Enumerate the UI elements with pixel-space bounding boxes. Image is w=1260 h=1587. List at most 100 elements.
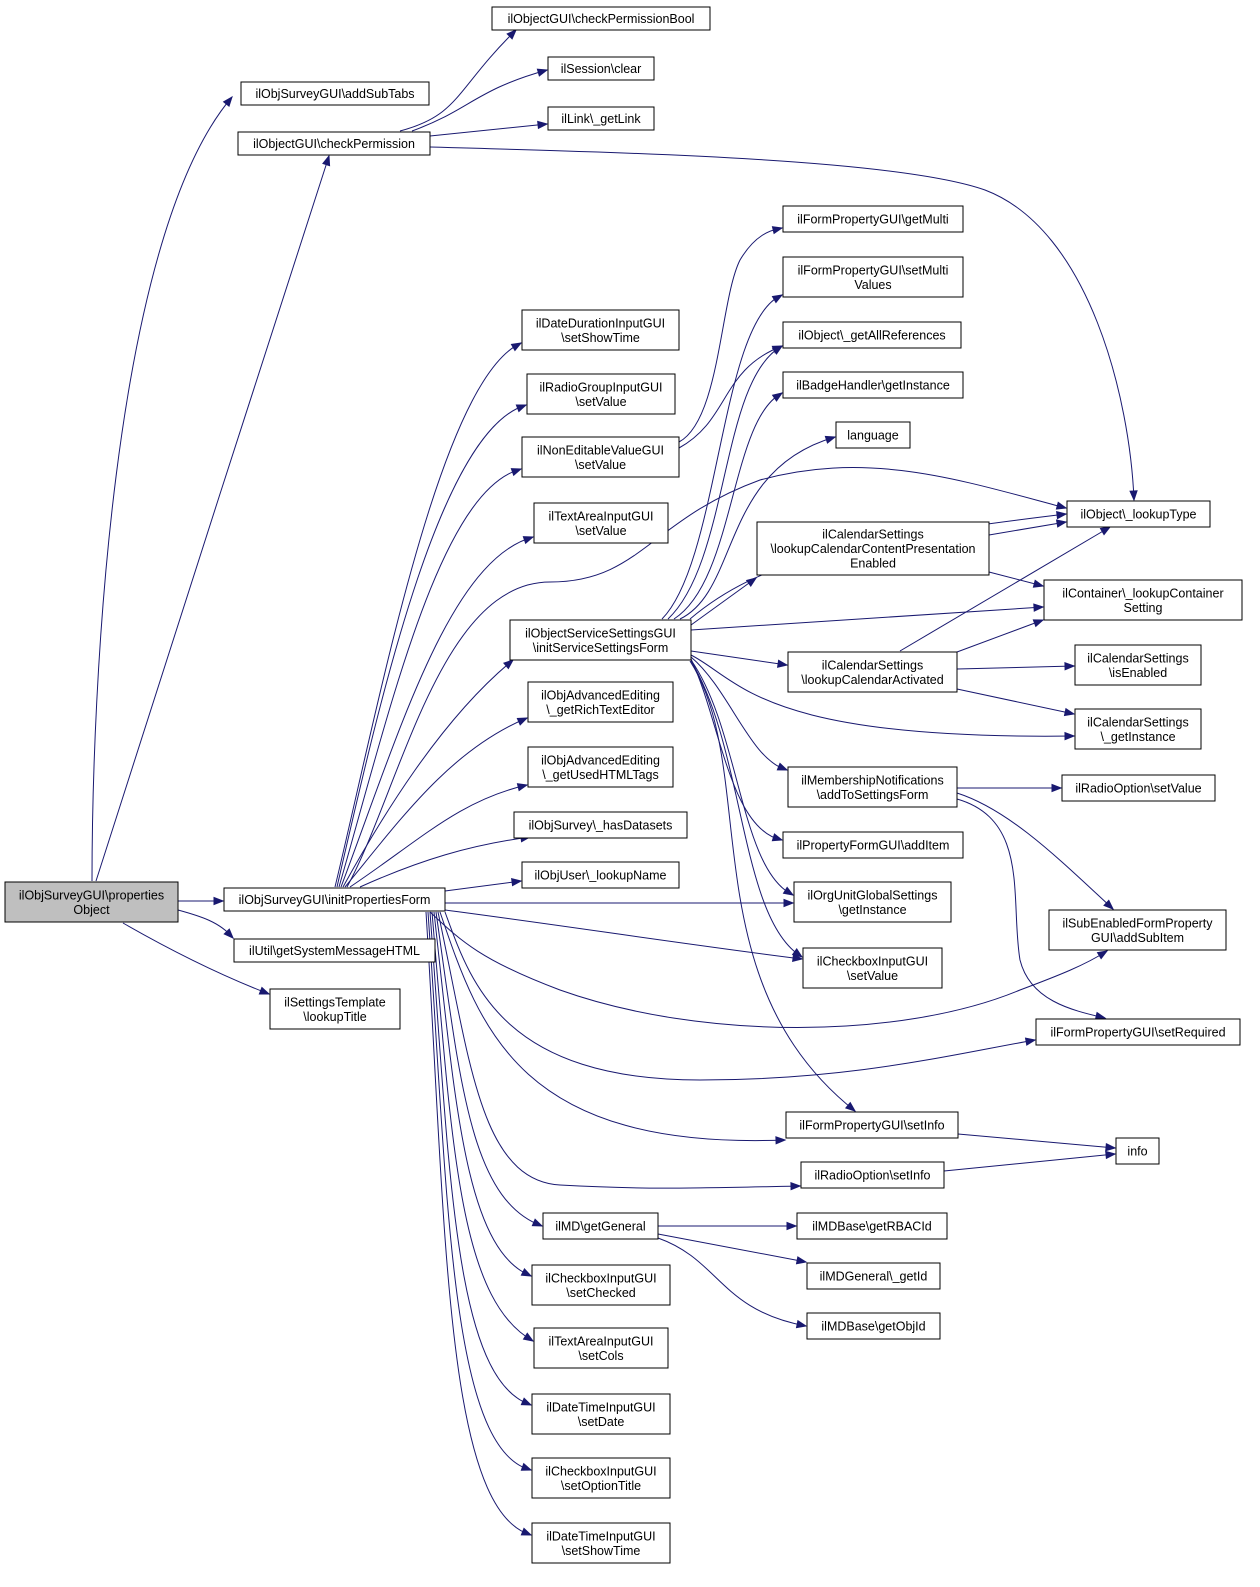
node-box [533, 502, 669, 544]
node-language[interactable]: language [835, 421, 911, 449]
node-memberAddToSettings[interactable]: ilMembershipNotifications\addToSettingsF… [787, 766, 958, 808]
edge-line [690, 660, 803, 958]
node-label-line: \initServiceSettingsForm [533, 641, 668, 655]
edge-arrowhead [1032, 579, 1045, 588]
node-mdGetObjId[interactable]: ilMDBase\getObjId [806, 1312, 941, 1340]
node-label-line: ilUtil\getSystemMessageHTML [249, 944, 420, 958]
node-orgUnitGetInstance[interactable]: ilOrgUnitGlobalSettings\getInstance [793, 881, 952, 923]
node-checkboxSetChecked[interactable]: ilCheckboxInputGUI\setChecked [531, 1264, 671, 1306]
node-dateTimeSetDate[interactable]: ilDateTimeInputGUI\setDate [531, 1393, 671, 1435]
edge-calLookupActivated-to-containerLookup [956, 619, 1045, 653]
edge-arrowhead [1024, 1037, 1037, 1046]
node-box [1043, 579, 1243, 621]
node-getLink[interactable]: ilLink\_getLink [547, 106, 655, 131]
node-checkboxSetOptionTitle[interactable]: ilCheckboxInputGUI\setOptionTitle [531, 1457, 671, 1499]
node-getSystemMessageHTML[interactable]: ilUtil\getSystemMessageHTML [233, 938, 436, 963]
node-getAllReferences[interactable]: ilObject\_getAllReferences [782, 321, 962, 349]
node-mdGetRBACId[interactable]: ilMDBase\getRBACId [796, 1212, 948, 1240]
edge-calLookupContentPres-to-lookupType [988, 519, 1068, 536]
node-label-line: ilRadioGroupInputGUI [540, 380, 663, 394]
edge-arrowhead [776, 659, 789, 668]
node-sessionClear[interactable]: ilSession\clear [547, 56, 655, 81]
node-radioOptionSetValue[interactable]: ilRadioOption\setValue [1061, 774, 1216, 802]
edge-line [346, 467, 1067, 888]
edge-initServiceSettingsForm-to-calLookupActivated [690, 650, 789, 668]
node-initPropertiesForm[interactable]: ilObjSurveyGUI\initPropertiesForm [223, 887, 446, 912]
node-mdGeneralGetId[interactable]: ilMDGeneral\_getId [806, 1262, 941, 1290]
edge-line [679, 436, 836, 620]
edge-line [956, 665, 1075, 670]
node-label-line: ilTextAreaInputGUI [549, 1334, 654, 1348]
node-label-line: \getInstance [838, 903, 906, 917]
node-checkPermissionBool[interactable]: ilObjectGUI\checkPermissionBool [491, 6, 711, 31]
node-calGetInstance[interactable]: ilCalendarSettings\_getInstance [1074, 708, 1202, 750]
edge-root-to-settingsLookupTitle [122, 922, 271, 995]
edge-calLookupActivated-to-calIsEnabled [956, 662, 1076, 671]
node-checkboxSetValue[interactable]: ilCheckboxInputGUI\setValue [802, 947, 943, 989]
node-info[interactable]: info [1115, 1137, 1160, 1165]
node-propFormAddItem[interactable]: ilPropertyFormGUI\addItem [782, 831, 964, 859]
node-box [782, 371, 964, 399]
node-settingsLookupTitle[interactable]: ilSettingsTemplate\lookupTitle [269, 988, 401, 1030]
node-addSubTabs[interactable]: ilObjSurveyGUI\addSubTabs [240, 81, 430, 106]
edge-arrowhead [1055, 519, 1068, 528]
edge-line [429, 123, 548, 137]
edge-line [956, 688, 1075, 715]
node-box [785, 1111, 959, 1139]
node-label-line: ilObjSurveyGUI\properties [19, 888, 164, 902]
node-box [521, 861, 680, 889]
node-radioOptionSetInfo[interactable]: ilRadioOption\setInfo [800, 1161, 945, 1189]
edge-initPropertiesForm-to-getRichTextEditor [344, 717, 529, 888]
node-textAreaSetValue[interactable]: ilTextAreaInputGUI\setValue [533, 502, 669, 544]
node-calLookupContentPres[interactable]: ilCalendarSettings\lookupCalendarContent… [756, 521, 990, 576]
edge-arrowhead [537, 120, 549, 130]
edge-initPropertiesForm-to-formPropSetInfo [439, 911, 787, 1145]
node-initServiceSettingsForm[interactable]: ilObjectServiceSettingsGUI\initServiceSe… [509, 619, 692, 661]
node-calIsEnabled[interactable]: ilCalendarSettings\isEnabled [1074, 644, 1202, 686]
node-badgeGetInstance[interactable]: ilBadgeHandler\getInstance [782, 371, 964, 399]
node-mdGetGeneral[interactable]: ilMD\getGeneral [542, 1212, 659, 1240]
edge-arrowhead [776, 762, 789, 771]
edge-line [690, 658, 783, 841]
edge-line [122, 922, 270, 995]
node-setRequired[interactable]: ilFormPropertyGUI\setRequired [1035, 1018, 1241, 1046]
edge-initPropertiesForm-to-mdGetGeneral [435, 911, 544, 1227]
node-dateTimeSetShowTime[interactable]: ilDateTimeInputGUI\setShowTime [531, 1522, 671, 1564]
node-lookupName[interactable]: ilObjUser\_lookupName [521, 861, 680, 889]
edge-initServiceSettingsForm-to-badgeGetInstance [673, 392, 784, 620]
edge-initServiceSettingsForm-to-calGetInstance [690, 654, 1076, 741]
node-getMulti[interactable]: ilFormPropertyGUI\getMulti [782, 205, 964, 233]
node-calLookupActivated[interactable]: ilCalendarSettings\lookupCalendarActivat… [787, 651, 958, 693]
edge-arrowhead [258, 986, 271, 995]
node-label-line: ilCalendarSettings [1087, 651, 1188, 665]
node-getUsedHTMLTags[interactable]: ilObjAdvancedEditing\_getUsedHTMLTags [527, 746, 674, 788]
edge-line [334, 342, 522, 888]
edge-root-to-checkPermission [95, 154, 331, 882]
edge-arrowhead [771, 294, 784, 304]
node-radioGroupSetValue[interactable]: ilRadioGroupInputGUI\setValue [526, 373, 676, 415]
edge-line [673, 392, 783, 620]
node-label-line: ilCheckboxInputGUI [545, 1271, 656, 1285]
node-getRichTextEditor[interactable]: ilObjAdvancedEditing\_getRichTextEditor [527, 681, 674, 723]
edge-arrowhead [1032, 619, 1045, 628]
edge-arrowhead [1105, 1142, 1117, 1152]
node-label-line: ilObjSurvey\_hasDatasets [529, 819, 673, 833]
node-box [782, 321, 962, 349]
node-label-line: \_getUsedHTMLTags [542, 768, 659, 782]
node-dateDurationSetShowTime[interactable]: ilDateDurationInputGUI\setShowTime [521, 309, 680, 351]
node-hasDatasets[interactable]: ilObjSurvey\_hasDatasets [513, 811, 688, 839]
edge-nonEditableSetValue-to-getMulti [678, 226, 784, 443]
edge-arrowhead [791, 948, 804, 958]
node-box [793, 881, 952, 923]
node-lookupType[interactable]: ilObject\_lookupType [1066, 500, 1211, 528]
node-nonEditableSetValue[interactable]: ilNonEditableValueGUI\setValue [521, 436, 680, 478]
edge-initPropertiesForm-to-initServiceSettingsForm [342, 659, 515, 888]
edge-line [437, 911, 801, 1189]
node-box [1074, 708, 1202, 750]
node-textAreaSetCols[interactable]: ilTextAreaInputGUI\setCols [533, 1327, 669, 1369]
node-formPropSetInfo[interactable]: ilFormPropertyGUI\setInfo [785, 1111, 959, 1139]
node-checkPermission[interactable]: ilObjectGUI\checkPermission [237, 131, 431, 156]
